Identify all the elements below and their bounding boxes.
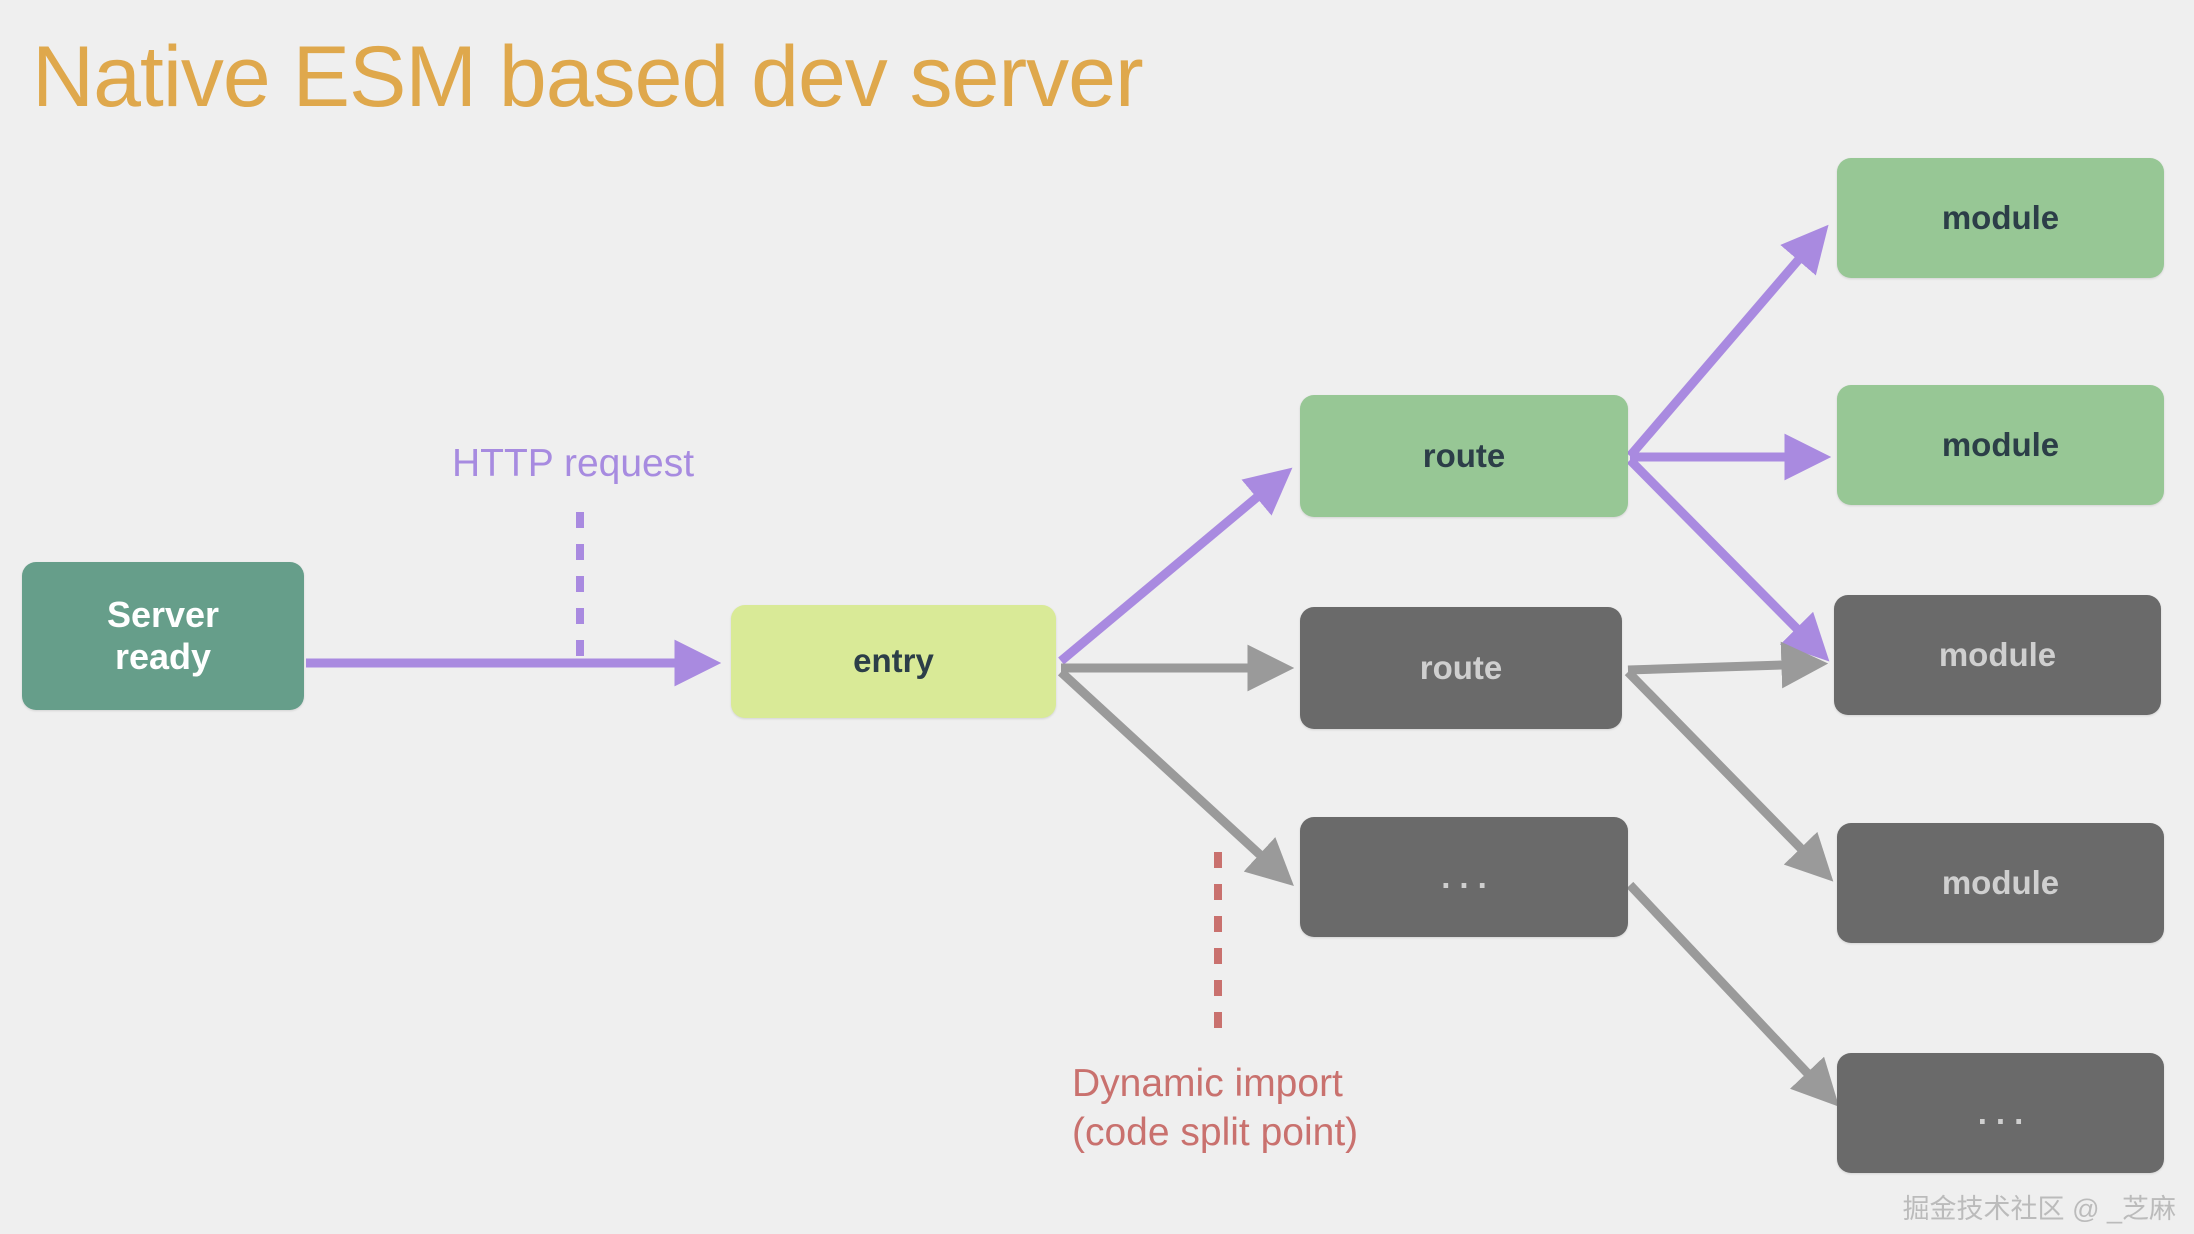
node-ellipsis-mid-label: ... <box>1441 857 1496 895</box>
node-module-3[interactable]: module <box>1834 595 2161 715</box>
edge-ellipsis-mid-to-ellipsis-bottom <box>1626 881 1840 1107</box>
edge-route-green-to-module-1 <box>1626 224 1829 459</box>
node-route-green-label: route <box>1422 436 1506 474</box>
node-server-ready-label: Server ready <box>106 593 220 677</box>
node-route-dark[interactable]: route <box>1300 607 1622 729</box>
node-module-4-label: module <box>1941 863 2060 901</box>
node-server-ready[interactable]: Server ready <box>22 562 304 710</box>
page-title: Native ESM based dev server <box>32 29 1144 125</box>
node-module-3-label: module <box>1938 635 2057 673</box>
node-ellipsis-bottom[interactable]: ... <box>1837 1053 2164 1173</box>
edge-route-dark-to-module-3 <box>1627 641 1829 689</box>
node-entry[interactable]: entry <box>731 605 1056 718</box>
node-module-1[interactable]: module <box>1837 158 2164 278</box>
node-module-2[interactable]: module <box>1837 385 2164 505</box>
node-module-1-label: module <box>1941 198 2060 236</box>
annotation-dynamic-import: Dynamic import (code split point) <box>1072 1062 1359 1154</box>
node-module-2-label: module <box>1941 425 2060 463</box>
node-ellipsis-bottom-label: ... <box>1977 1093 2033 1131</box>
node-route-green[interactable]: route <box>1300 395 1628 517</box>
annotation-http-request: HTTP request <box>452 442 695 485</box>
node-route-dark-label: route <box>1419 648 1503 686</box>
edge-entry-to-ellipsis-mid <box>1057 668 1294 886</box>
edge-entry-to-route-green <box>1058 467 1293 665</box>
edge-route-green-to-module-3 <box>1626 456 1830 662</box>
watermark: 掘金技术社区 @ _芝麻 <box>1902 1194 2176 1224</box>
edge-route-dark-to-module-4 <box>1624 668 1834 882</box>
node-ellipsis-mid[interactable]: ... <box>1300 817 1628 937</box>
node-module-4[interactable]: module <box>1837 823 2164 943</box>
node-entry-label: entry <box>853 642 934 680</box>
